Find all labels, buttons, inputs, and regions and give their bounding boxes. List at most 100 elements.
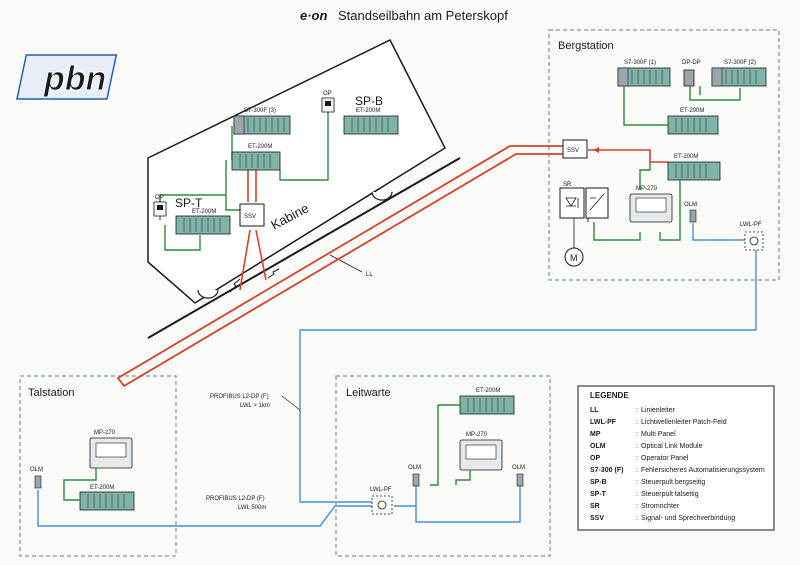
mp-270-tal — [89, 437, 133, 469]
olm-leit-1 — [412, 473, 420, 487]
legend-key: SP-B — [590, 479, 607, 486]
ssv-arrow-berg — [593, 147, 599, 153]
olm-berg — [689, 209, 697, 223]
olm-leit-1-label: OLM — [408, 465, 421, 471]
et-200m-berg-2-label: ET-200M — [674, 154, 698, 160]
legend-value: Steuerpult talseitig — [641, 491, 699, 498]
spt-label: SP-T — [175, 196, 203, 210]
mp-270-berg-label: MP-270 — [636, 186, 658, 192]
sr-label: SR — [563, 182, 572, 188]
op-spt-screen — [157, 205, 163, 210]
profibus-1-pointer — [281, 395, 301, 411]
legend-box — [577, 385, 775, 531]
legend-value: Lichtwellenleiter Patch-Feld — [641, 419, 727, 426]
legend-value: Steuerpult bergseitig — [641, 479, 705, 486]
red-cable-berg — [588, 149, 668, 163]
legend-value: Linienleiter — [641, 407, 676, 414]
sr-box-2 — [585, 187, 609, 219]
legend-value: Stromrichter — [641, 503, 680, 510]
ssv-kabine-box — [239, 203, 265, 227]
blue-fiber-main — [299, 250, 757, 503]
legend-value: Optical Link Module — [641, 443, 703, 450]
lightning-2 — [267, 268, 280, 279]
olm-tal-label: OLM — [30, 467, 43, 473]
legend-key: S7-300 (F) — [590, 467, 623, 474]
mp-270-leit — [459, 439, 503, 471]
sr-box-1 — [559, 187, 585, 219]
dpdp-label: DP-DP — [682, 60, 701, 66]
mp-270-berg — [629, 193, 673, 223]
blue-fiber-tal — [37, 490, 376, 527]
op-spt-label: OP — [155, 195, 164, 201]
s7-300f-2-label: S7-300F (2) — [724, 60, 756, 66]
zone-leitwarte — [335, 375, 551, 557]
op-spb-label: OP — [323, 91, 332, 97]
legend-key: LL — [590, 407, 599, 414]
legend-separator: : — [636, 491, 638, 498]
kabine-outline — [147, 39, 446, 304]
logo-text: pbn — [43, 60, 106, 98]
dpdp-module — [683, 69, 695, 87]
legend-separator: : — [636, 443, 638, 450]
red-cable-kabine — [239, 160, 267, 291]
spb-label: SP-B — [355, 94, 383, 108]
legend-separator: : — [636, 515, 638, 522]
olm-berg-label: OLM — [684, 202, 697, 208]
legend-separator: : — [636, 503, 638, 510]
sr-switch-icon — [589, 193, 605, 211]
ssv-kabine-label: SSV — [244, 214, 256, 220]
zone-leitwarte-label: Leitwarte — [346, 387, 391, 399]
rail-line — [147, 157, 461, 339]
lightning-1 — [229, 278, 241, 293]
legend-key: SP-T — [590, 491, 607, 498]
page-title: Standseilbahn am Peterskopf — [338, 8, 508, 23]
zone-bergstation-label: Bergstation — [558, 40, 614, 52]
et-200m-spb — [343, 115, 399, 135]
et-200m-spt-label: ET-200M — [192, 209, 216, 215]
legend-separator: : — [636, 419, 638, 426]
lwl-pf-berg-label: LWL-PF — [740, 222, 762, 228]
olm-tal — [34, 475, 42, 489]
profibus-1-label-a: PROFIBUS L2-DP (F) — [210, 394, 269, 400]
green-cable-kabine-1 — [159, 110, 329, 251]
ll-label: LL — [366, 272, 373, 278]
legend-rows: LL:LinienleiterLWL-PF:Lichtwellenleiter … — [590, 407, 765, 522]
kabine-wheel-1 — [197, 289, 219, 299]
olm-leit-2-label: OLM — [512, 465, 525, 471]
lwl-pf-leit-port — [377, 500, 387, 510]
title-brand: e·on — [300, 8, 328, 23]
legend-value: Signal- und Sprechverbindung — [641, 515, 735, 522]
legend-separator: : — [636, 431, 638, 438]
legend-value: Operator Panel — [641, 455, 689, 462]
s7-300f-1-label: S7-300F (1) — [624, 60, 656, 66]
zone-talstation-label: Talstation — [28, 387, 74, 399]
legend-key: MP — [590, 431, 601, 438]
et-200m-leit — [459, 395, 515, 415]
legend-key: SR — [590, 503, 600, 510]
s7-300f-1-rack — [617, 67, 671, 87]
lwl-pf-berg-port — [749, 236, 759, 246]
et-200m-berg-2 — [667, 161, 721, 181]
s7-300f-3-label: S7-300F (3) — [244, 108, 276, 114]
blue-fiber-leit — [394, 486, 521, 523]
legend-value: Fehlersicheres Automatisierungssystem — [641, 467, 765, 474]
mp-270-tal-label: MP-270 — [94, 430, 116, 436]
profibus-2-label-b: LWL 500m — [238, 505, 266, 511]
legend-key: SSV — [590, 515, 604, 522]
profibus-1-label-b: LWL > 1km — [240, 403, 270, 409]
legend-value: Multi Panel — [641, 431, 676, 438]
blue-fiber-berg — [692, 223, 745, 241]
et-200m-berg-1-label: ET-200M — [680, 108, 704, 114]
legend-separator: : — [636, 467, 638, 474]
et-200m-tal-label: ET-200M — [90, 485, 114, 491]
green-cable-leit — [430, 404, 471, 486]
zone-bergstation — [548, 29, 780, 281]
kabine-wheel-2 — [371, 191, 393, 201]
mp-270-leit-label: MP-270 — [466, 432, 488, 438]
et-200m-leit-label: ET-200M — [476, 388, 500, 394]
et-200m-berg-1 — [667, 115, 719, 135]
zone-talstation — [19, 375, 177, 557]
legend-separator: : — [636, 479, 638, 486]
